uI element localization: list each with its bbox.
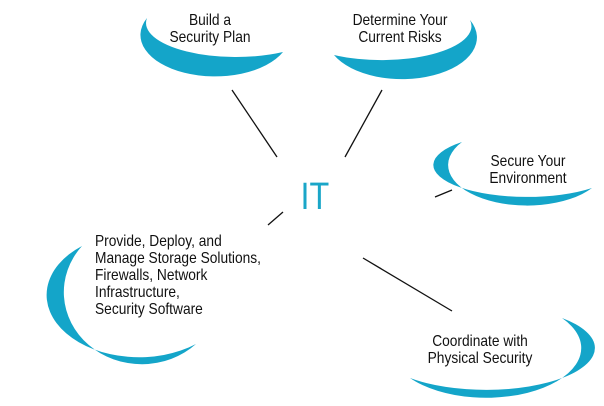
connector-coordinate-physical bbox=[362, 257, 453, 312]
connector-provide-deploy bbox=[267, 211, 284, 226]
node-text: Security Software bbox=[95, 301, 203, 318]
arc-determine-risks bbox=[334, 20, 477, 80]
arc-build-plan bbox=[140, 18, 283, 77]
arc-coordinate-physical bbox=[410, 318, 595, 398]
connector-secure-environment bbox=[434, 189, 453, 198]
node-provide-deploy: Provide, Deploy, and Manage Storage Solu… bbox=[95, 233, 261, 318]
node-text: Firewalls, Network bbox=[95, 267, 208, 284]
node-coordinate-physical: Coordinate with Physical Security bbox=[420, 333, 540, 367]
node-text: Coordinate with bbox=[432, 333, 528, 350]
node-text: Secure Your bbox=[490, 153, 566, 170]
node-text: Environment bbox=[489, 170, 567, 187]
node-text: Build a bbox=[188, 12, 232, 29]
arc-provide-deploy bbox=[46, 246, 197, 365]
node-text: Provide, Deploy, and bbox=[95, 233, 222, 250]
arc-secure-environment bbox=[433, 142, 592, 206]
connector-determine-risks bbox=[344, 89, 383, 158]
connector-build-plan bbox=[231, 89, 278, 158]
node-secure-environment: Secure Your Environment bbox=[476, 153, 579, 187]
node-build-plan: Build a Security Plan bbox=[158, 12, 261, 46]
center-label: IT bbox=[300, 176, 330, 218]
node-text: Current Risks bbox=[358, 29, 442, 46]
node-text: Security Plan bbox=[169, 29, 251, 46]
node-text: Determine Your bbox=[352, 12, 448, 29]
node-determine-risks: Determine Your Current Risks bbox=[340, 12, 460, 46]
node-text: Manage Storage Solutions, bbox=[95, 250, 261, 267]
node-text: Physical Security bbox=[427, 350, 533, 367]
node-text: Infrastructure, bbox=[95, 284, 180, 301]
